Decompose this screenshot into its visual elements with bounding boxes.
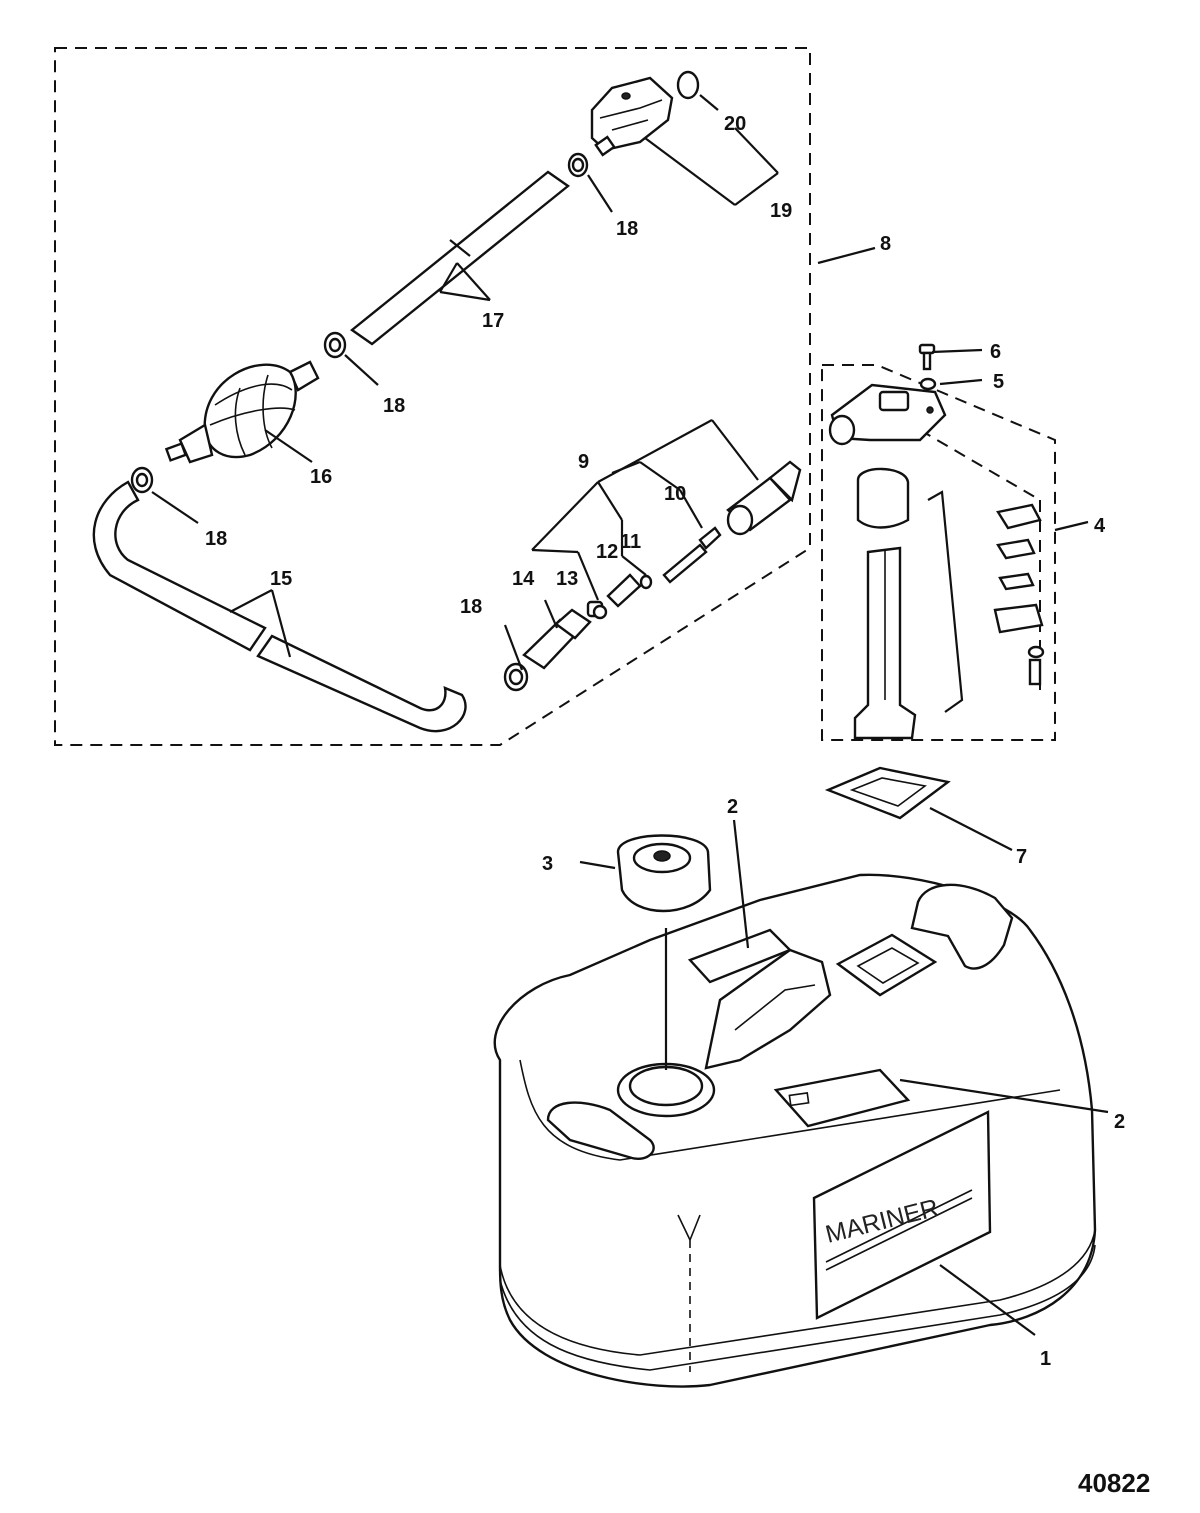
- filler-cap: [616, 834, 712, 913]
- hose-barb-fitting: [522, 600, 604, 670]
- fuel-line-group-outline: [54, 47, 811, 746]
- callout-19: 19: [770, 200, 792, 222]
- fuel-connector: [590, 76, 674, 157]
- brand-label-panel: MARINER: [812, 1110, 992, 1320]
- fitting-mid: [323, 331, 347, 359]
- carry-handle: [704, 948, 832, 1070]
- callout-17: 17: [482, 310, 504, 332]
- side-grip-left: [546, 1101, 655, 1160]
- gasket-stack: [993, 503, 1045, 686]
- callout-2: 2: [1114, 1111, 1125, 1133]
- pickup-tube: [853, 546, 917, 740]
- callout-2: 2: [727, 796, 738, 818]
- callout-10: 10: [664, 483, 686, 505]
- side-grip-right: [910, 883, 1014, 970]
- callout-8: 8: [880, 233, 891, 255]
- fuel-tank: [493, 873, 1097, 1388]
- callout-20: 20: [724, 113, 746, 135]
- hose-lower: [92, 480, 467, 733]
- check-ball: [592, 604, 608, 620]
- callout-6: 6: [990, 341, 1001, 363]
- hose-upper: [350, 170, 570, 346]
- warning-label-side: [773, 1068, 911, 1128]
- small-o-ring: [639, 574, 653, 590]
- callout-18: 18: [205, 528, 227, 550]
- callout-12: 12: [596, 541, 618, 563]
- o-ring: [676, 70, 700, 100]
- screw: [918, 343, 936, 371]
- callout-18: 18: [383, 395, 405, 417]
- fitting-left: [130, 466, 154, 494]
- valve-body: [606, 573, 642, 608]
- callout-11: 11: [620, 531, 641, 553]
- fitting-top: [567, 152, 589, 178]
- fill-neck: [616, 928, 716, 1118]
- warning-label-top: [687, 928, 793, 984]
- leader-lines: [151, 94, 1109, 1336]
- pickup-group-outline: [821, 364, 1056, 741]
- callout-18: 18: [460, 596, 482, 618]
- callout-4: 4: [1094, 515, 1106, 537]
- pickup-head: [828, 383, 947, 446]
- figure-number: 40822: [1078, 1468, 1150, 1498]
- callout-3: 3: [542, 853, 553, 875]
- callout-15: 15: [270, 568, 292, 590]
- callout-16: 16: [310, 466, 332, 488]
- callout-13: 13: [556, 568, 578, 590]
- callout-18: 18: [616, 218, 638, 240]
- callout-5: 5: [993, 371, 1004, 393]
- flange-gasket: [824, 766, 951, 820]
- pickup-cap: [856, 467, 910, 529]
- fitting-bottom: [503, 662, 529, 692]
- mounting-pad: [835, 933, 938, 997]
- callout-14: 14: [512, 568, 535, 590]
- callouts: 1 2 2 3 4 5 6 7 8 9 10 11 12 13 14 15 16…: [205, 113, 1125, 1370]
- callout-9: 9: [578, 451, 589, 473]
- float-rod: [927, 490, 964, 713]
- primer-bulb: [164, 360, 320, 464]
- callout-7: 7: [1016, 846, 1027, 868]
- washer: [919, 377, 937, 391]
- valve-stem: [662, 526, 722, 584]
- callout-1: 1: [1040, 1348, 1051, 1370]
- tank-fitting: [726, 460, 802, 536]
